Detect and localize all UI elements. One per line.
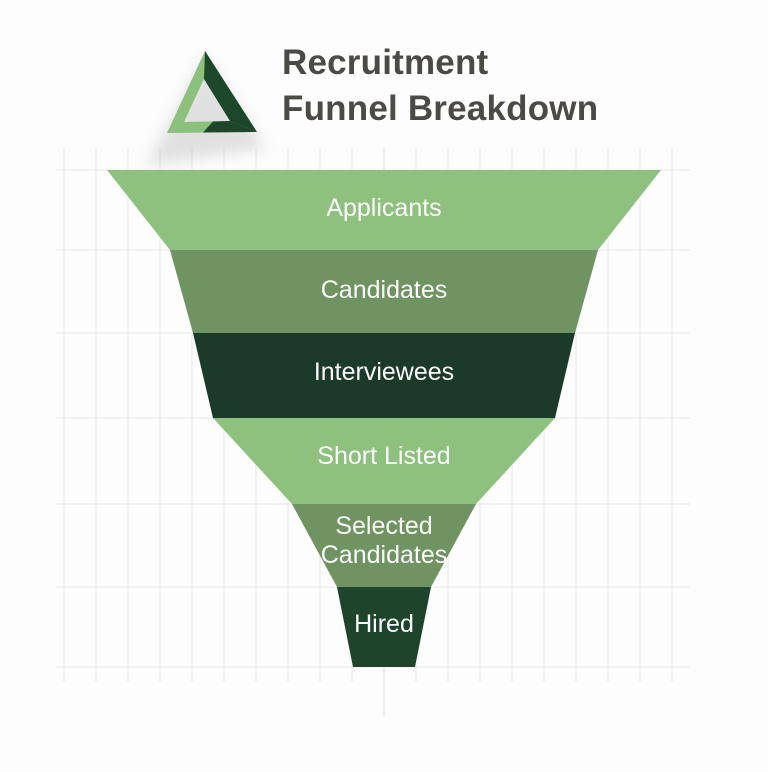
funnel <box>107 170 661 667</box>
page-title-line1: Recruitment <box>282 43 489 82</box>
funnel-segment-selected-candidates <box>292 504 476 587</box>
logo-shadow <box>146 56 266 166</box>
triangle-logo-icon <box>146 51 266 166</box>
stage-label-selected-candidates: Selected Candidates <box>320 512 448 569</box>
stage-label-interviewees: Interviewees <box>313 358 455 386</box>
stage-label-candidates: Candidates <box>320 276 448 304</box>
funnel-segment-short-listed <box>213 418 555 504</box>
funnel-segment-applicants <box>107 170 661 250</box>
logo-frame-dark-right-face <box>204 51 257 132</box>
logo-frame-dark-bottom-face <box>203 121 257 133</box>
funnel-segment-interviewees <box>193 333 575 418</box>
page-title: Recruitment Funnel Breakdown <box>282 40 598 132</box>
stage-label-applicants: Applicants <box>326 194 442 222</box>
stage-label-short-listed: Short Listed <box>317 442 451 470</box>
stage-label-hired: Hired <box>354 610 414 638</box>
page-title-line2: Funnel Breakdown <box>282 89 599 128</box>
funnel-segment-hired <box>337 587 431 667</box>
funnel-segment-candidates <box>170 250 598 333</box>
